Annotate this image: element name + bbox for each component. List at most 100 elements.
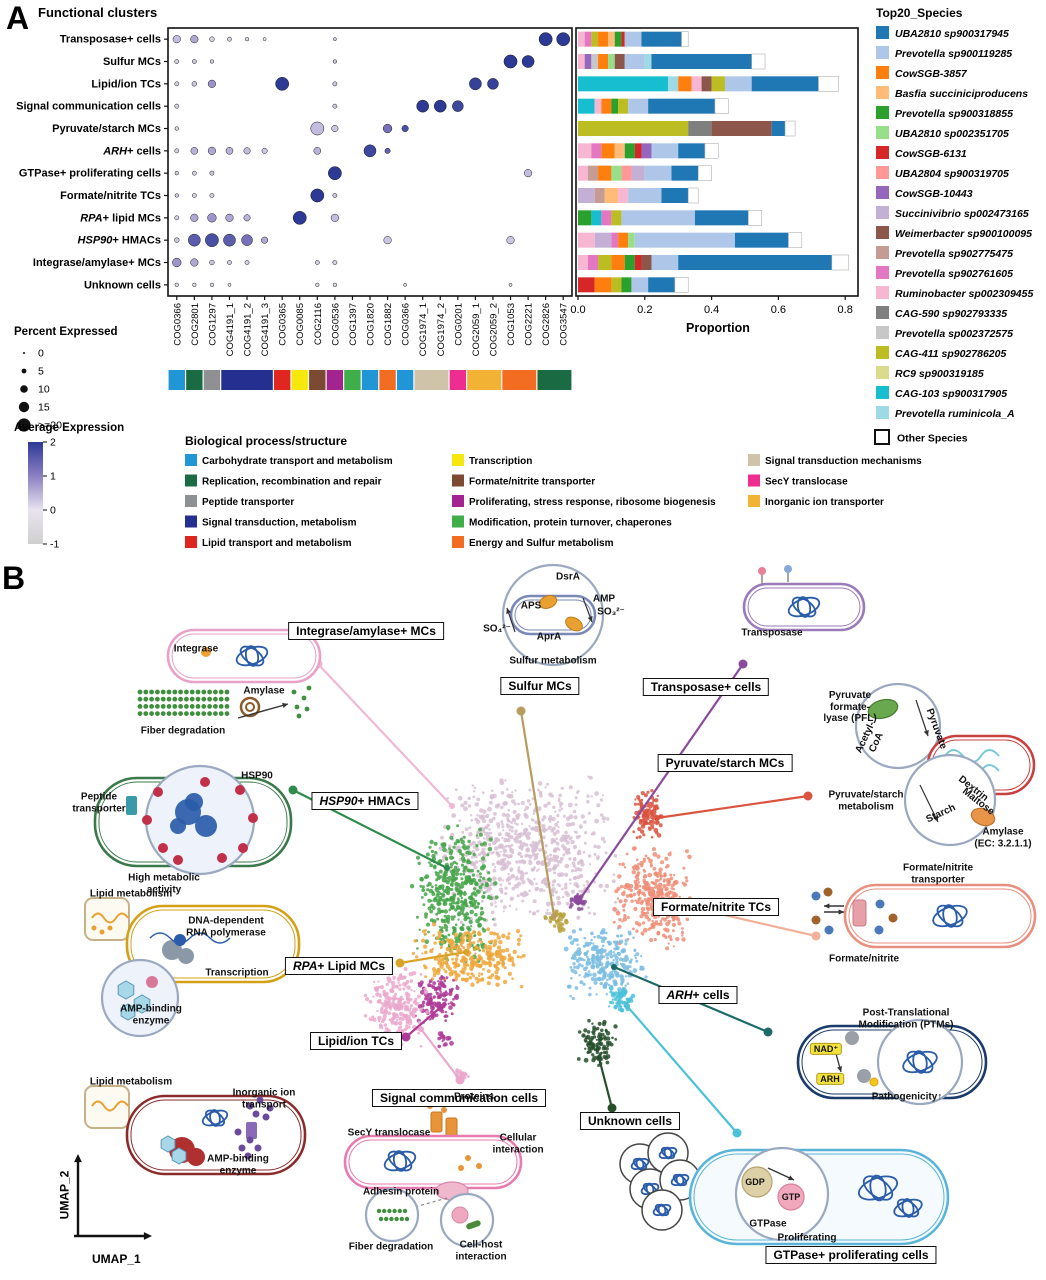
species-label: CAG-590 sp902793335 (895, 308, 1007, 320)
bar-segment (674, 277, 689, 293)
species-swatch (876, 226, 889, 239)
bar-segment (628, 188, 662, 203)
bar-segment (678, 76, 692, 92)
bar-segment (604, 188, 619, 203)
process-swatch (185, 495, 197, 507)
bar-segment (651, 54, 752, 69)
expression-dot (174, 171, 179, 176)
column-label: COG4191_1 (225, 303, 236, 356)
bar-segment (734, 232, 789, 248)
bar-segment (771, 121, 786, 136)
bar-segment (704, 143, 719, 159)
bar-segment (608, 31, 615, 47)
expression-dot (508, 283, 513, 287)
bar-segment (591, 210, 602, 226)
bar-segment (578, 54, 585, 69)
bar-segment (594, 277, 612, 293)
bar-segment (598, 31, 609, 47)
expression-dot (227, 36, 232, 42)
species-swatch (876, 26, 889, 39)
row-label: HSP90+ HMACs (78, 235, 161, 247)
bar-segment (648, 277, 675, 293)
bar-segment (591, 54, 599, 69)
illustration-lipid-ion (84, 1085, 307, 1176)
column-label: COG0366 (401, 303, 412, 346)
colorbar-tick-label: 0 (50, 505, 56, 517)
expression-dot (332, 282, 337, 287)
expression-dot (244, 37, 250, 42)
column-label: COG2116 (313, 303, 324, 345)
expression-dot (243, 147, 251, 155)
category-swatch (502, 370, 537, 390)
bar-segment (631, 165, 645, 181)
expression-dot (205, 233, 219, 248)
expression-dot (188, 233, 201, 247)
species-label: RC9 sp900319185 (895, 368, 984, 380)
bar-segment (591, 143, 602, 159)
species-swatch (876, 346, 889, 359)
bar-segment (618, 232, 629, 248)
column-label: COG3547 (559, 303, 570, 346)
expression-dot (190, 35, 199, 44)
category-swatch (291, 370, 308, 390)
column-label: COG4191_3 (260, 303, 271, 356)
bar-segment (651, 255, 679, 270)
expression-dot (506, 236, 515, 245)
bar-segment (751, 53, 766, 70)
bar-segment (628, 232, 635, 248)
species-label: CowSGB-3857 (895, 68, 968, 80)
row-label: Signal communication cells (16, 101, 161, 113)
expression-dot (174, 59, 180, 64)
expression-dot (209, 36, 215, 42)
legend-title: Biological process/structure (185, 434, 347, 448)
expression-dot (363, 144, 377, 158)
expression-dot (275, 76, 290, 91)
bar-segment (714, 98, 729, 114)
expression-dot (207, 146, 216, 155)
dotplot-points (172, 32, 571, 287)
bar-segment (578, 255, 589, 270)
axis-tick-label: 0.6 (771, 304, 786, 316)
bar-segment (578, 188, 595, 203)
expression-dot (227, 260, 232, 265)
expression-dot (452, 100, 464, 112)
bar-segment (624, 54, 645, 69)
legend-title: Top20_Species (876, 6, 963, 20)
column-label: COG4191_2 (243, 303, 254, 356)
category-swatch (186, 370, 203, 390)
bar-segment (641, 255, 652, 270)
species-label: CAG-103 sp900317905 (895, 388, 1007, 400)
illustration-gtpase (619, 1132, 950, 1246)
panel-a-label: A (6, 0, 30, 36)
process-swatch (185, 515, 197, 528)
size-legend-dot (18, 401, 30, 413)
expression-dot (315, 282, 320, 287)
bar-segment (748, 210, 763, 226)
species-swatch (876, 326, 889, 339)
illustration-sulfur-metabolism (501, 563, 605, 667)
umap-clusters (363, 775, 692, 1082)
species-label: Basfia succiniciproducens (895, 88, 1028, 100)
species-label: CAG-411 sp902786205 (895, 348, 1006, 360)
species-label: Prevotella sp900318855 (895, 108, 1013, 120)
process-label: Transcription (469, 456, 532, 467)
species-label: Prevotella sp902761605 (895, 268, 1013, 280)
axis-tick-label: 0.0 (570, 304, 585, 316)
bar-segment (598, 255, 612, 270)
bar-segment (611, 210, 622, 226)
expression-dot (262, 37, 267, 41)
size-legend-dot (20, 385, 28, 393)
axis-tick-label: 0.2 (637, 304, 652, 316)
species-swatch (876, 86, 889, 99)
bar-segment (614, 143, 625, 159)
expression-dot (191, 81, 197, 87)
bar-segment (624, 255, 635, 270)
expression-dot (190, 258, 199, 267)
species-label: CowSGB-6131 (895, 148, 967, 160)
process-swatch (185, 536, 197, 548)
cluster-arh-cells (563, 927, 648, 1001)
species-label: UBA2810 sp002351705 (895, 128, 1009, 140)
expression-dot (328, 166, 342, 181)
species-swatch (876, 66, 889, 79)
